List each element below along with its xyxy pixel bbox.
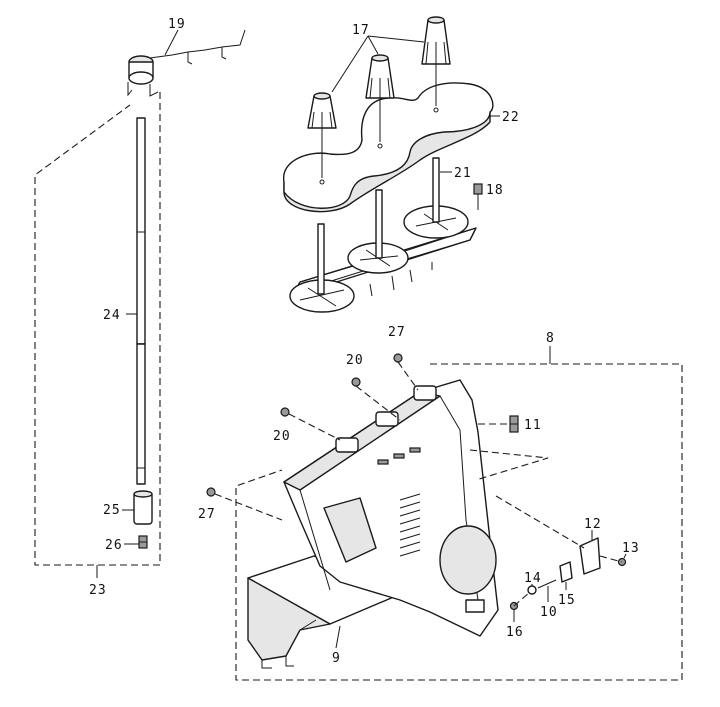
cover-round-opening (439, 525, 497, 595)
callout-16: 16 (506, 625, 524, 640)
callout-15: 15 (558, 593, 576, 608)
cover-vent-grille (399, 493, 421, 557)
cover-slot-3 (409, 447, 421, 453)
leader-13 (623, 553, 627, 559)
spool-pin-base-assembly (289, 157, 483, 313)
plate-hole-left (319, 179, 325, 185)
screw-27-left (206, 487, 216, 497)
callout-10: 10 (540, 605, 558, 620)
spool-pin-left (317, 223, 325, 295)
callout-8: 8 (546, 331, 555, 346)
guide-base-clip (127, 82, 159, 97)
rear-cover-assembly (206, 346, 683, 681)
hinge-plate-15 (559, 561, 573, 583)
thread-stand-rod-assembly (34, 29, 246, 578)
callout-19: 19 (168, 17, 186, 32)
callout-20-top: 20 (346, 353, 364, 368)
rod-base-top (133, 490, 153, 498)
screw-18 (473, 183, 483, 195)
callout-20-left: 20 (273, 429, 291, 444)
cover-slot-1 (377, 459, 389, 465)
callout-27-left: 27 (198, 507, 216, 522)
spool-plate-assembly (283, 16, 500, 213)
cone-middle (365, 54, 395, 142)
cover-boss-2 (375, 411, 399, 427)
callout-27-top: 27 (388, 325, 406, 340)
callout-11: 11 (524, 418, 542, 433)
exploded-lines (214, 361, 623, 607)
callout-13: 13 (622, 541, 640, 556)
guide-base-bottom (128, 71, 154, 85)
cone-right (421, 16, 451, 106)
callout-21: 21 (454, 166, 472, 181)
plate-hole-middle (377, 143, 383, 149)
cover-inner-opening (323, 497, 377, 563)
cover-boss-1 (335, 437, 359, 453)
cover-slot-2 (393, 453, 405, 459)
thread-guide-wire (139, 29, 246, 63)
callout-labels: 19 17 22 21 18 24 27 8 20 11 20 25 27 12… (89, 17, 640, 666)
spool-pin-middle (375, 189, 383, 259)
thread-guide-hook (187, 47, 227, 65)
pin-10 (537, 579, 557, 589)
callout-9: 9 (332, 651, 341, 666)
pin-base-legs (369, 262, 433, 297)
group-boundary-23 (34, 92, 161, 566)
leader-17 (331, 35, 425, 93)
callout-23: 23 (89, 583, 107, 598)
callout-17: 17 (352, 23, 370, 38)
leader-19 (164, 29, 179, 56)
callout-22: 22 (502, 110, 520, 125)
group-boundary-8 (235, 363, 683, 681)
washer-14 (527, 585, 537, 595)
cone-left (307, 92, 337, 178)
screw-20-top (351, 377, 361, 387)
hinge-bracket-12 (579, 537, 601, 575)
spool-pin-right (432, 157, 440, 223)
spool-plate-top (283, 82, 494, 209)
screw-20-left (280, 407, 290, 417)
screw-27-top (393, 353, 403, 363)
callout-14: 14 (524, 571, 542, 586)
cover-boss-3 (413, 385, 437, 401)
callout-25: 25 (103, 503, 121, 518)
plate-hole-right (433, 107, 439, 113)
leader-9 (335, 625, 341, 649)
stand-rod-lower (136, 343, 146, 485)
base-plate-legs (261, 619, 317, 669)
callout-18: 18 (486, 183, 504, 198)
cover-small-window (465, 599, 485, 613)
callout-12: 12 (584, 517, 602, 532)
callout-26: 26 (105, 538, 123, 553)
stand-rod-upper (136, 117, 146, 345)
callout-24: 24 (103, 308, 121, 323)
